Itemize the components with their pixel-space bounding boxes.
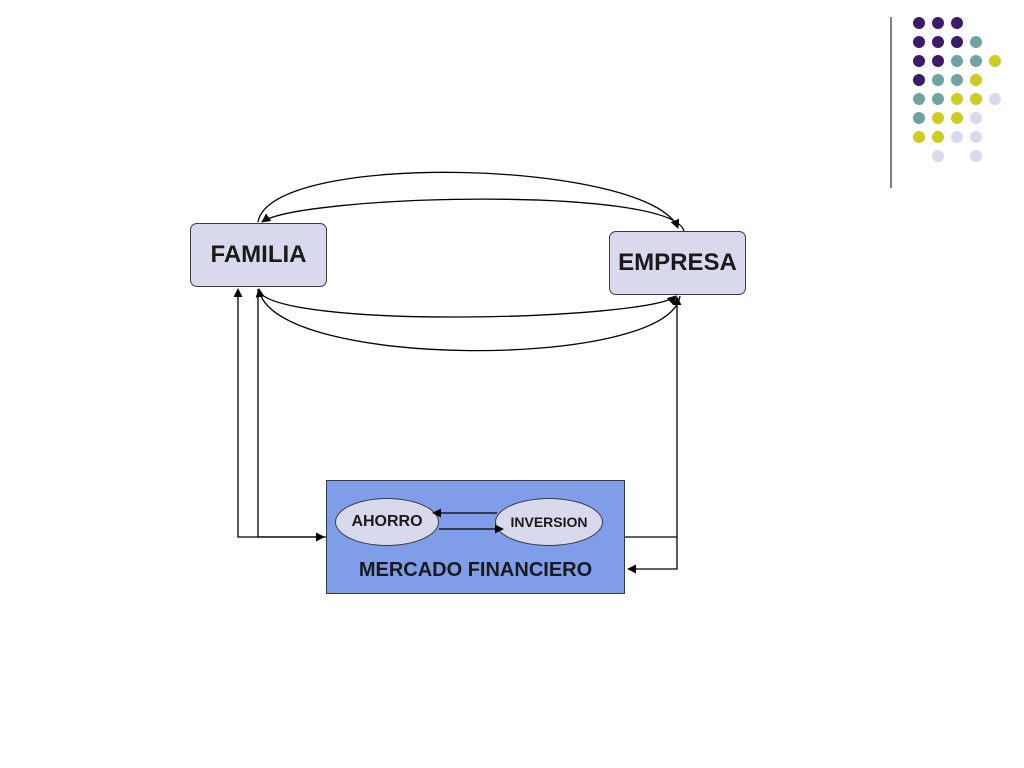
ahorro-label: AHORRO — [351, 513, 423, 530]
arrow-empresa-to-mercado — [627, 537, 678, 574]
arrow-familia-to-empresa-bottom — [257, 289, 677, 318]
inversion-oval: INVERSION — [495, 498, 603, 546]
familia-node: FAMILIA — [190, 223, 327, 287]
familia-label: FAMILIA — [210, 241, 307, 268]
empresa-node: EMPRESA — [609, 231, 746, 295]
decorative-divider — [890, 17, 892, 188]
arrow-empresa-to-familia-bottom — [255, 288, 681, 352]
mercado-financiero-box: AHORRO INVERSION MERCADO FINANCIERO — [326, 480, 625, 594]
ahorro-inversion-arrows — [432, 508, 504, 534]
arrow-mercado-to-familia — [233, 288, 326, 538]
inversion-label: INVERSION — [510, 514, 588, 530]
arrow-mercado-to-empresa — [625, 296, 682, 538]
mercado-financiero-label: MERCADO FINANCIERO — [358, 559, 593, 581]
ahorro-oval: AHORRO — [335, 498, 439, 546]
arrow-familia-to-empresa-top — [257, 171, 680, 229]
arrow-empresa-to-familia-top — [261, 198, 685, 232]
arrow-familia-to-mercado — [257, 289, 325, 542]
empresa-label: EMPRESA — [618, 249, 737, 276]
